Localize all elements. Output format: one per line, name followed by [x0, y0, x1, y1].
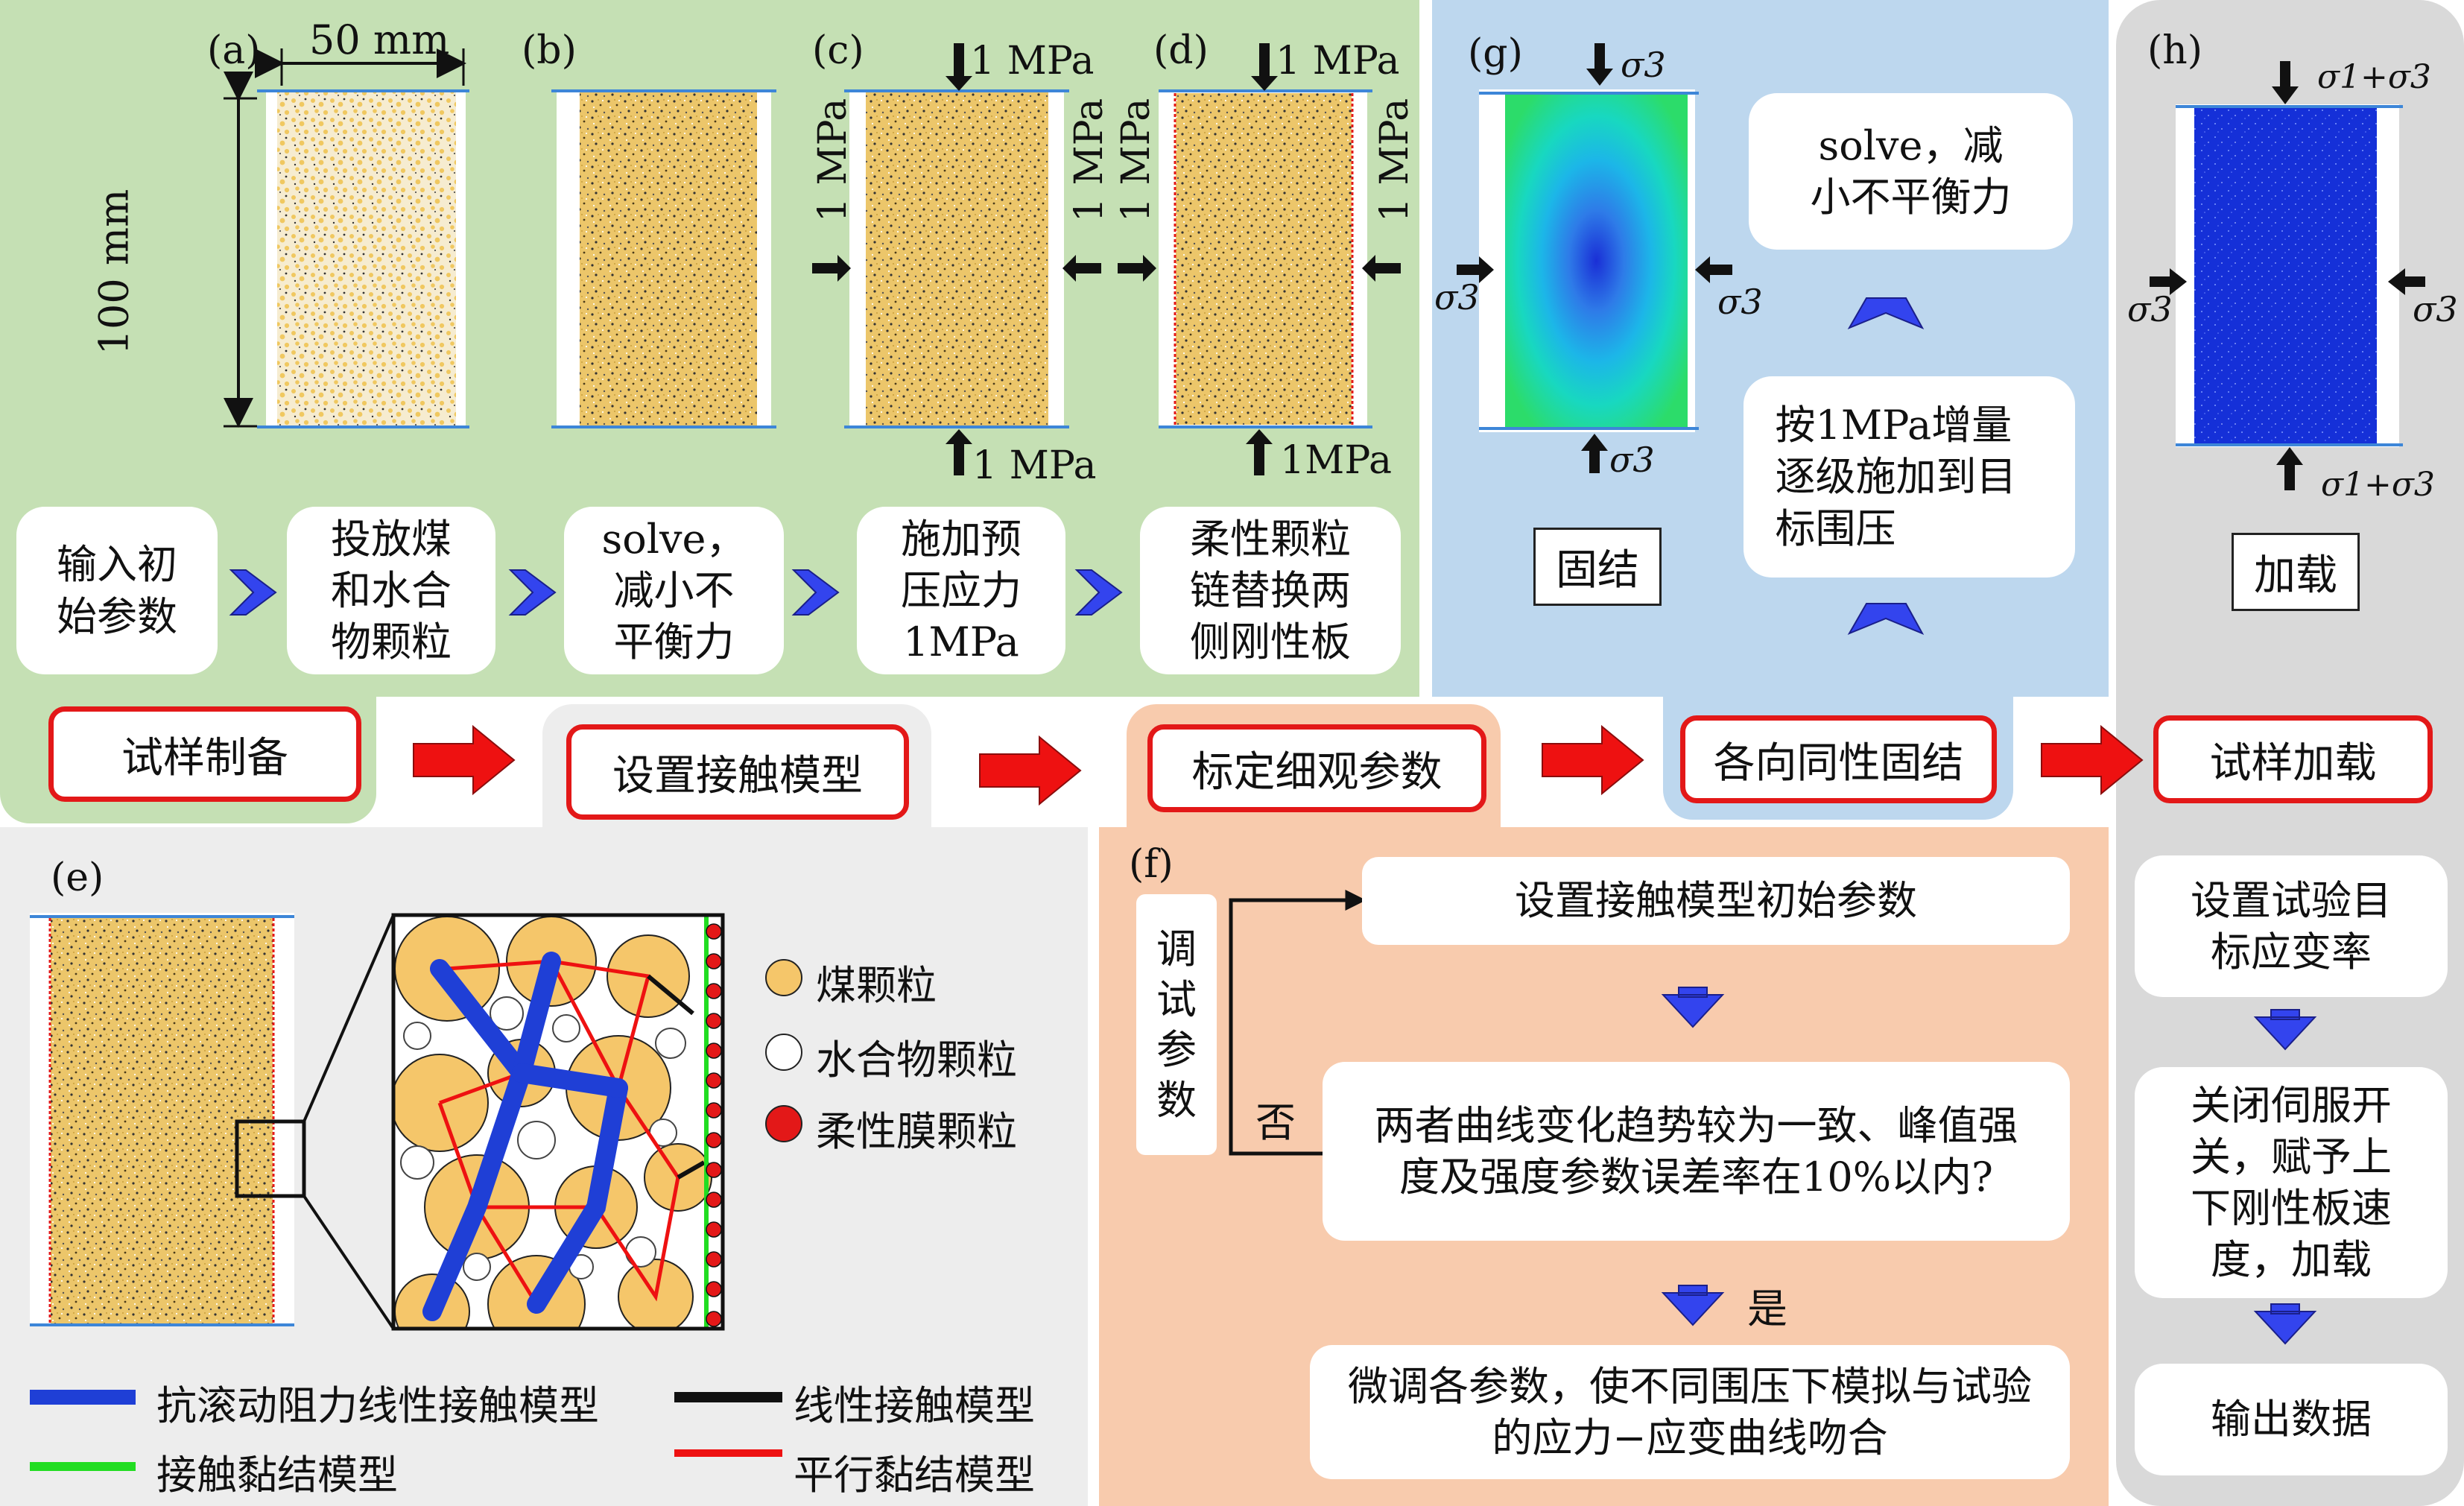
sigma3-left-g: σ3 [1434, 277, 1480, 317]
specimen-d [1118, 43, 1401, 475]
panel-label-f: (f) [1129, 842, 1174, 887]
legend-membrane: 柔性膜颗粒 [816, 1108, 1017, 1155]
feedback-loop [1229, 889, 1366, 1156]
prep-step-4: 施加预压应力1MPa [857, 507, 1065, 674]
sigma3-left-h: σ3 [2127, 289, 2173, 329]
sigma3-top-g: σ3 [1621, 45, 1666, 85]
width-dimension: 50 mm [309, 16, 450, 63]
panel-label-h: (h) [2147, 28, 2203, 73]
legend-coal: 煤颗粒 [816, 962, 937, 1009]
pressure-bottom-d: 1MPa [1280, 438, 1392, 483]
panel-label-b: (b) [522, 28, 577, 73]
specimen-e [30, 913, 395, 1330]
pressure-right-c: 1 MPa [1067, 98, 1112, 223]
prep-step-3: solve，减小不平衡力 [564, 507, 784, 674]
pressure-left-c: 1 MPa [811, 98, 855, 223]
panel-label-g: (g) [1468, 31, 1523, 76]
specimen-h [2150, 61, 2425, 490]
consolidation-increment-box: 按1MPa增量逐级施加到目标围压 [1744, 376, 2075, 578]
consolidation-up-arrows [1847, 297, 1925, 636]
sigma1-sigma3-top-h: σ1+σ3 [2317, 58, 2431, 96]
height-dimension: 100 mm [90, 189, 138, 355]
legend-parallel-bond: 平行黏结模型 [794, 1452, 1035, 1499]
sigma3-right-h: σ3 [2413, 289, 2458, 329]
panel-label-a: (a) [207, 28, 261, 73]
pressure-left-d: 1 MPa [1114, 98, 1159, 223]
loading-step-1: 设置试验目标应变率 [2135, 855, 2448, 997]
prep-step-5: 柔性颗粒链替换两侧刚性板 [1140, 507, 1401, 674]
main-flow-arrows [413, 724, 2144, 806]
panel-label-e: (e) [51, 855, 104, 900]
loading-label: 加载 [2232, 533, 2360, 611]
sigma3-right-g: σ3 [1717, 282, 1763, 322]
main-step-calibration: 标定细观参数 [1147, 724, 1486, 812]
calibration-no: 否 [1255, 1099, 1296, 1146]
specimen-b [551, 89, 776, 428]
legend-hydrate: 水合物颗粒 [816, 1037, 1017, 1083]
loading-step-2: 关闭伺服开关，赋予上下刚性板速度，加载 [2135, 1067, 2448, 1298]
sigma1-sigma3-bottom-h: σ1+σ3 [2321, 466, 2435, 504]
zoom-inset [391, 913, 725, 1331]
main-step-sample-prep: 试样制备 [48, 706, 361, 802]
consolidation-label: 固结 [1533, 528, 1662, 606]
sigma3-bottom-g: σ3 [1609, 440, 1655, 480]
prep-step-arrows [229, 569, 1123, 616]
legend-rolling-resistance: 抗滚动阻力线性接触模型 [156, 1382, 599, 1429]
contact-legend-lines [30, 1390, 782, 1471]
calibration-finetune: 微调各参数，使不同围压下模拟与试验的应力−应变曲线吻合 [1310, 1345, 2070, 1479]
calibration-set-initial: 设置接触模型初始参数 [1362, 857, 2070, 945]
loading-down-arrows [2253, 1009, 2317, 1345]
pressure-right-d: 1 MPa [1372, 98, 1417, 223]
main-step-loading: 试样加载 [2153, 715, 2433, 803]
legend-contact-bond: 接触黏结模型 [156, 1452, 398, 1499]
main-step-consolidation: 各向同性固结 [1680, 715, 1997, 803]
specimen-g [1457, 43, 1732, 473]
prep-step-1: 输入初始参数 [16, 507, 218, 674]
calibration-yes: 是 [1747, 1285, 1787, 1332]
legend-linear-contact: 线性接触模型 [794, 1382, 1035, 1429]
calibration-down-arrows [1661, 987, 1725, 1326]
consolidation-solve-box: solve，减小不平衡力 [1749, 93, 2073, 250]
panel-label-c: (c) [812, 28, 864, 73]
pressure-bottom-c: 1 MPa [972, 443, 1097, 488]
loading-step-3: 输出数据 [2135, 1364, 2448, 1475]
pressure-top-c: 1 MPa [970, 39, 1095, 83]
specimen-a [224, 48, 469, 428]
main-step-contact-model: 设置接触模型 [566, 724, 909, 820]
calibration-adjust-box: 调试参数 [1136, 894, 1217, 1155]
particle-legend-markers [765, 959, 802, 1142]
specimen-c [812, 43, 1101, 475]
panel-label-d: (d) [1153, 28, 1209, 73]
prep-step-2: 投放煤和水合物颗粒 [287, 507, 495, 674]
pressure-top-d: 1 MPa [1276, 39, 1400, 83]
calibration-question: 两者曲线变化趋势较为一致、峰值强度及强度参数误差率在10%以内? [1323, 1062, 2070, 1241]
